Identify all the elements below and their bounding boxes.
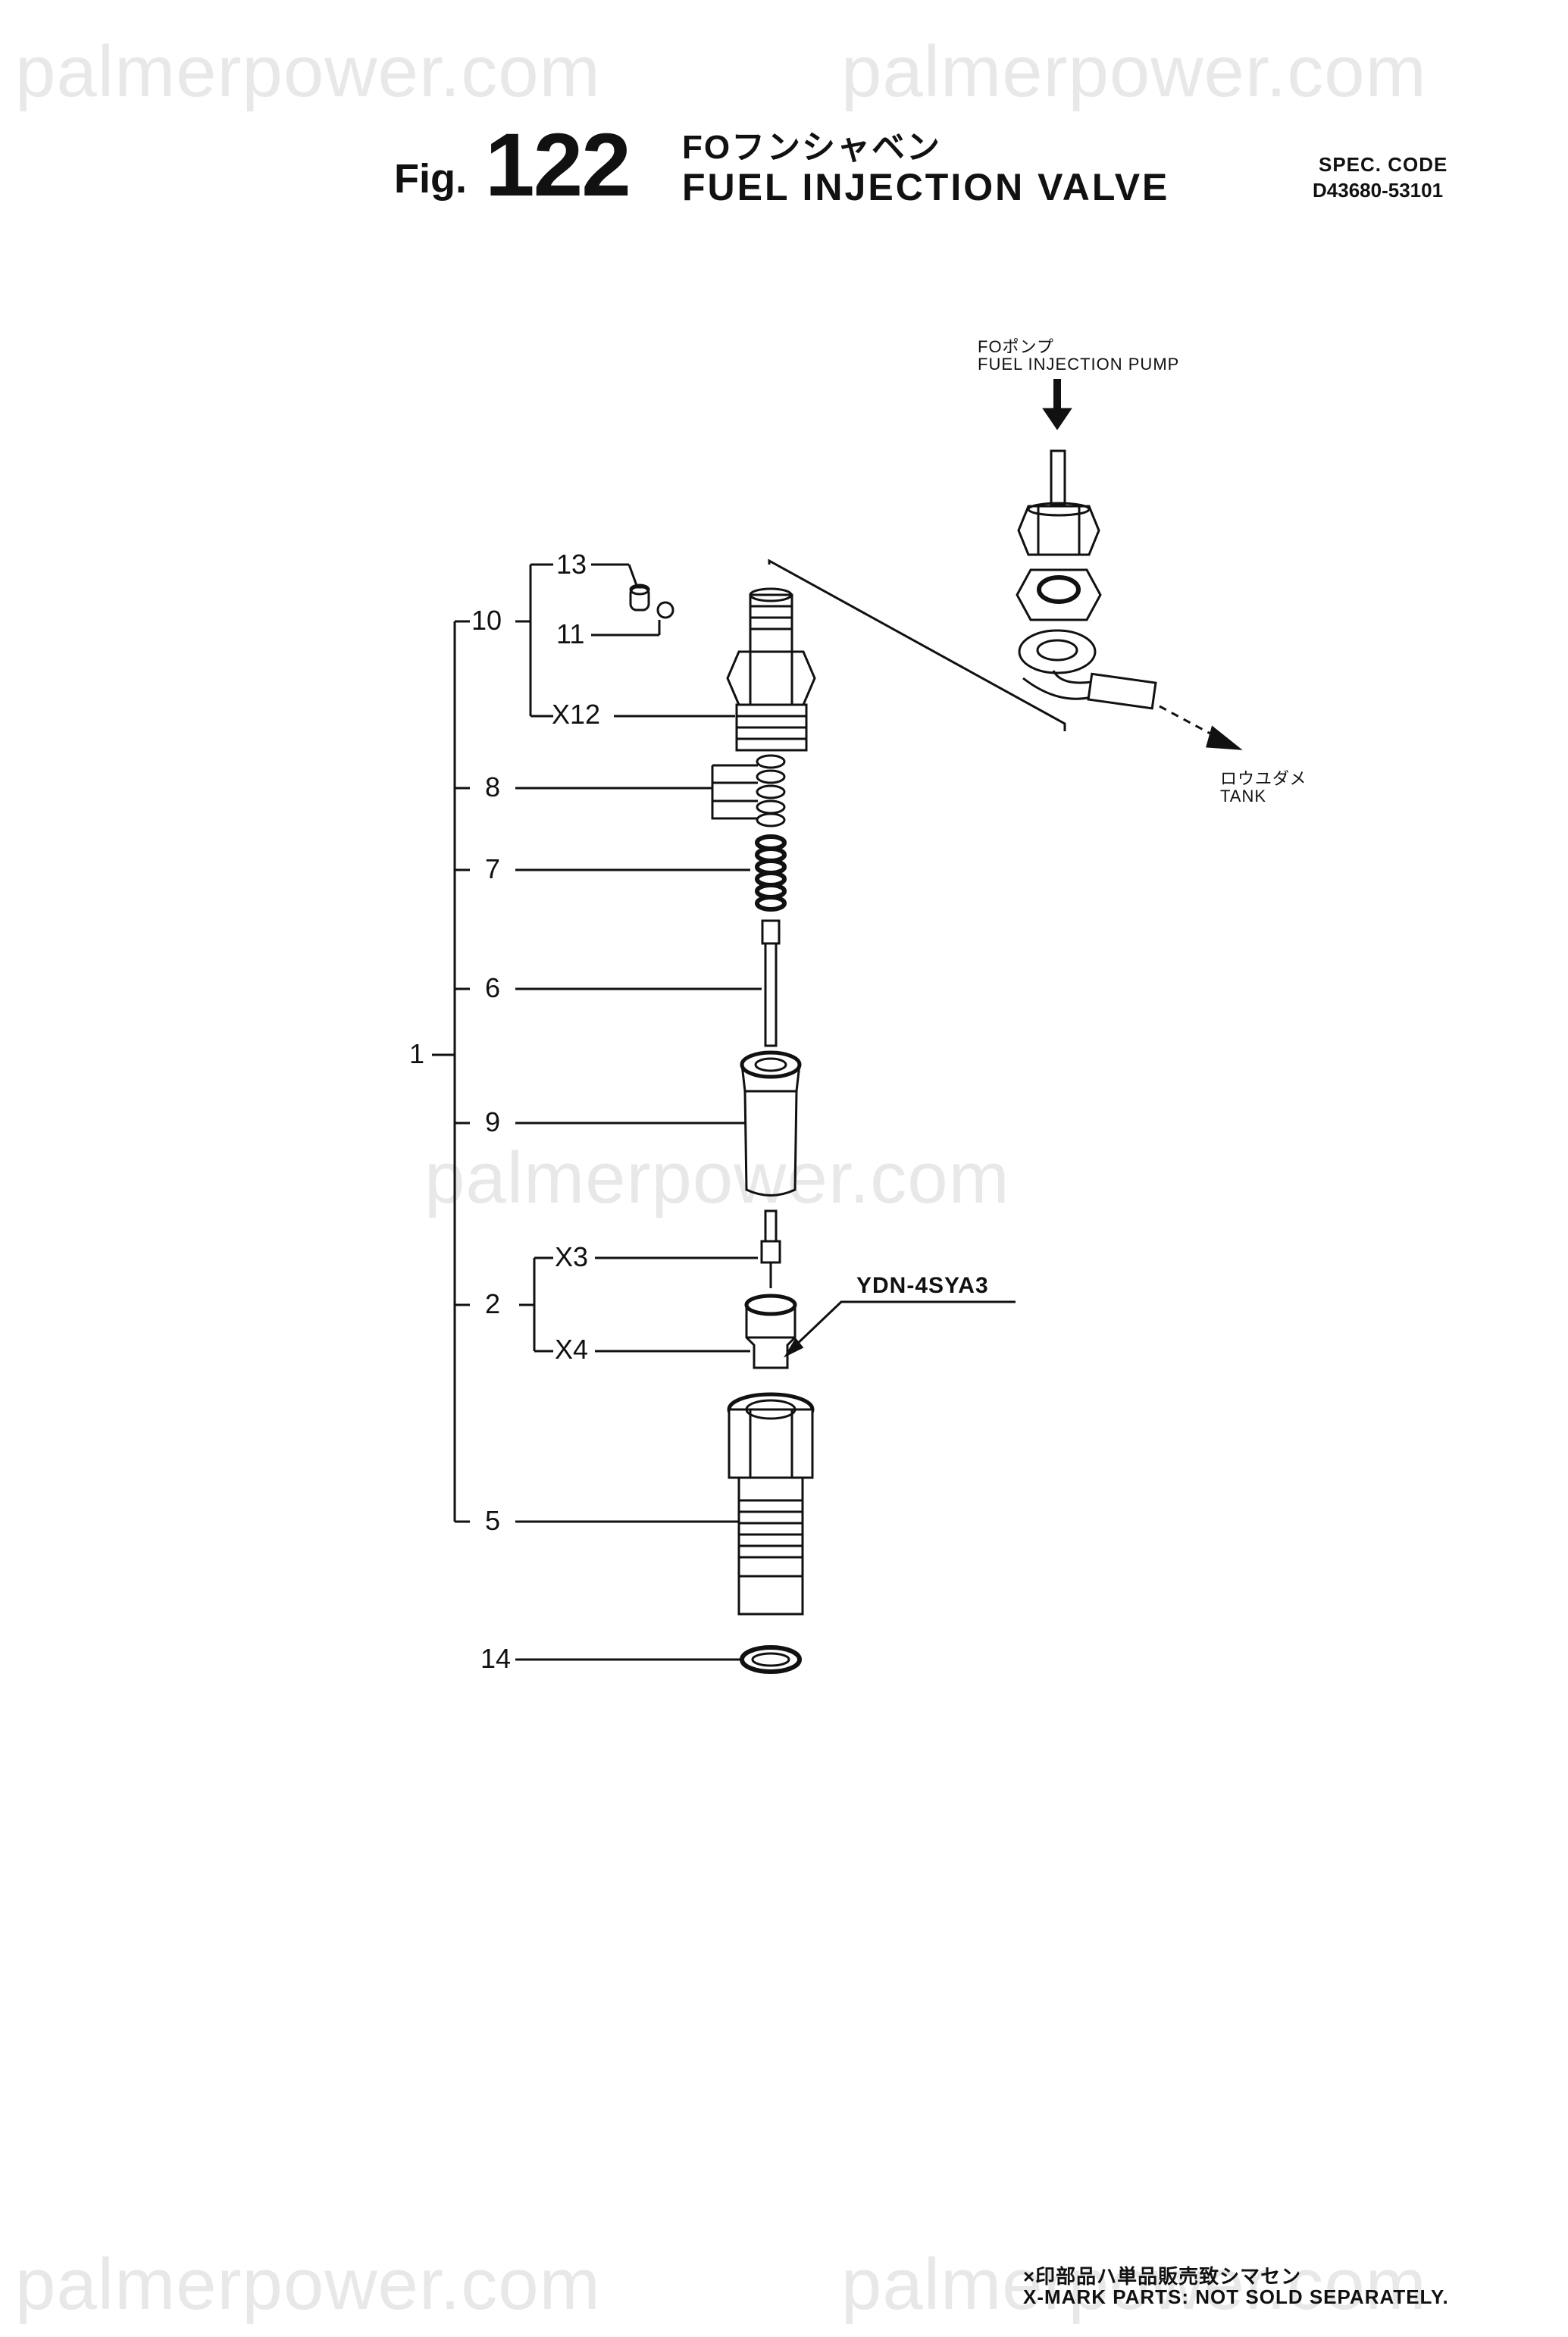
watermark-top-right: palmerpower.com <box>841 31 1427 112</box>
watermark-top-left: palmerpower.com <box>15 31 601 112</box>
tank-label-en: TANK <box>1220 787 1267 806</box>
part-8-shims <box>756 754 786 827</box>
callout-x4: X4 <box>555 1334 589 1365</box>
callout-2: 2 <box>485 1288 501 1319</box>
watermark-bottom-left: palmerpower.com <box>15 2244 601 2325</box>
tank-outlet-arrow <box>1159 705 1243 750</box>
lock-nut <box>1016 568 1102 621</box>
tank-label-jp: ロウユダメ <box>1220 769 1307 788</box>
callout-13: 13 <box>556 549 587 580</box>
callout-6: 6 <box>485 972 501 1003</box>
callout-x12: X12 <box>552 699 601 730</box>
part-7-spring <box>755 834 787 912</box>
callout-1: 1 <box>409 1038 425 1069</box>
watermark-bottom-right: palmerpower.com <box>841 2244 1427 2325</box>
pump-inlet-arrow <box>1042 379 1072 430</box>
part-6-spindle <box>761 919 781 1047</box>
fig-number: 122 <box>485 115 631 215</box>
title-japanese: FOフンシャベン <box>682 129 941 166</box>
footer-note-jp: ×印部品ハ単品販売致シマセン <box>1023 2265 1302 2288</box>
callout-10: 10 <box>471 605 502 636</box>
part-5-retaining-nut <box>727 1392 815 1616</box>
part-x4-nozzle-body <box>744 1294 797 1369</box>
assembly-leader <box>768 558 1066 731</box>
fig-prefix: Fig. <box>394 156 467 202</box>
bracket-2 <box>519 1256 553 1353</box>
bracket-main <box>432 620 470 1523</box>
callout-14: 14 <box>480 1643 512 1674</box>
callout-8: 8 <box>485 771 501 802</box>
callout-9: 9 <box>485 1106 501 1137</box>
watermark-center: palmerpower.com <box>424 1137 1010 1219</box>
nozzle-holder-body <box>726 587 816 752</box>
union-nut <box>1017 502 1100 556</box>
pump-pipe <box>1050 449 1066 505</box>
part-11-ball <box>656 601 674 619</box>
callout-7: 7 <box>485 853 501 884</box>
callout-5: 5 <box>485 1505 501 1536</box>
spec-code-label: SPEC. CODE <box>1319 153 1448 176</box>
part-9-retaining-sleeve <box>740 1050 802 1197</box>
nozzle-code-label: YDN-4SYA3 <box>856 1273 989 1298</box>
part-14-washer <box>740 1645 802 1674</box>
pump-label-jp: FOポンプ <box>978 337 1054 356</box>
part-13-cap <box>629 583 650 612</box>
part-x3-needle <box>760 1209 781 1288</box>
spec-code-value: D43680-53101 <box>1313 179 1444 202</box>
callout-x3: X3 <box>555 1241 589 1272</box>
bracket-10 <box>515 563 553 718</box>
pump-label-en: FUEL INJECTION PUMP <box>978 355 1180 374</box>
footer-note-en: X-MARK PARTS: NOT SOLD SEPARATELY. <box>1023 2285 1449 2308</box>
callout-11: 11 <box>556 618 585 649</box>
eye-bolt-banjo <box>1018 629 1157 710</box>
title-english: FUEL INJECTION VALVE <box>682 166 1170 208</box>
